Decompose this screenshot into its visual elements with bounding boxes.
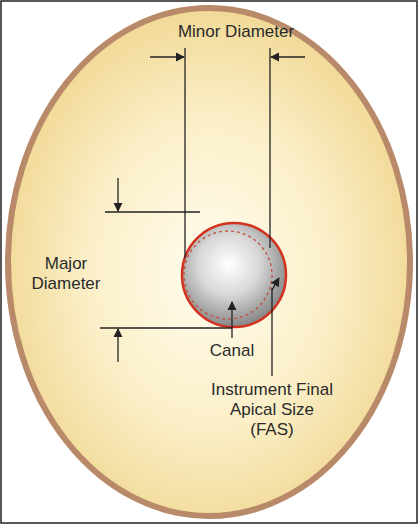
dimension-arrow — [271, 56, 305, 57]
extension-line — [105, 211, 200, 212]
dimension-arrow — [117, 178, 118, 211]
extension-line — [100, 327, 232, 328]
instrument-circle — [184, 231, 272, 319]
extension-line — [269, 48, 270, 248]
root-outline — [8, 8, 410, 516]
part-label: Instrument Final Apical Size (FAS) — [206, 380, 338, 440]
leader-line — [231, 302, 232, 338]
extension-line — [184, 48, 185, 258]
dimension-label: Minor Diameter — [151, 22, 321, 42]
dimension-arrow — [117, 329, 118, 362]
dimension-label: Major Diameter — [18, 254, 114, 294]
dimension-arrow — [150, 56, 184, 57]
part-label: Canal — [192, 341, 272, 361]
leader-line — [271, 288, 272, 376]
leader-line — [272, 278, 279, 290]
